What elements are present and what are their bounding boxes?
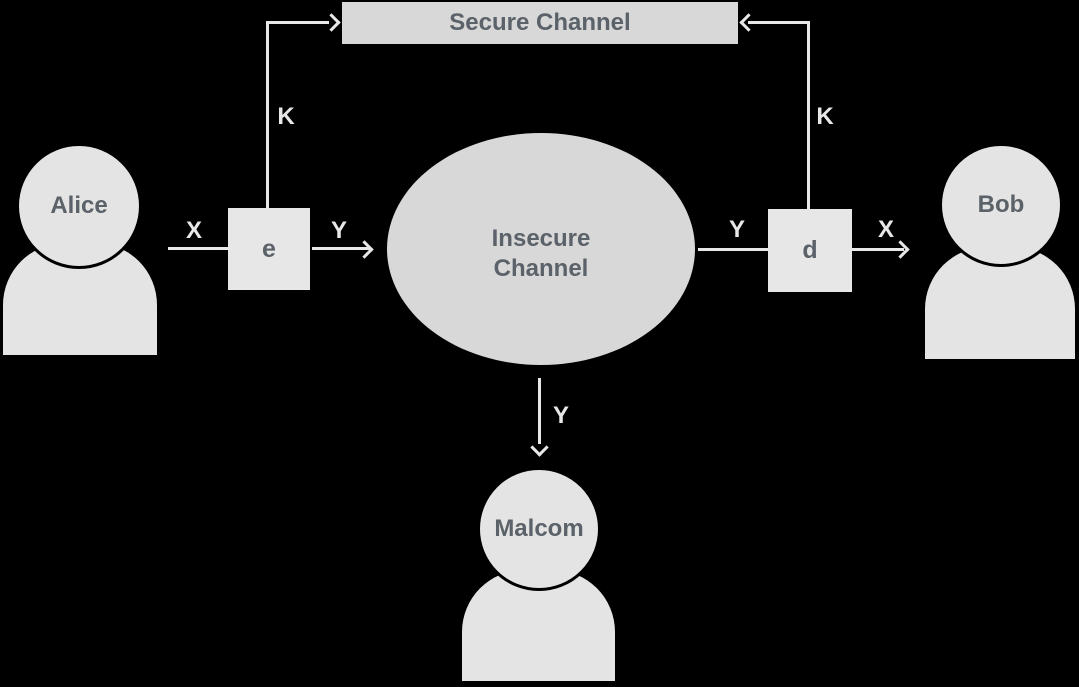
bob-label: Bob (977, 191, 1025, 218)
edge-e-key-vertical (266, 21, 269, 209)
arrowhead-right-icon (322, 13, 341, 32)
edge-label-y-channel-d: Y (728, 216, 746, 243)
edge-label-y-channel-malcom: Y (552, 402, 570, 429)
edge-d-key-to-secure-channel (748, 21, 808, 24)
secure-channel-node: Secure Channel (342, 2, 738, 44)
edge-label-k-right: K (816, 103, 834, 130)
malcom-head-shape: Malcom (477, 467, 601, 591)
edge-insecure-channel-to-malcom (538, 378, 541, 444)
insecure-channel-label: Insecure Channel (491, 225, 591, 282)
arrowhead-right-icon (891, 240, 910, 259)
encryption-box-node: e (228, 208, 310, 290)
insecure-channel-node: Insecure Channel (387, 133, 695, 365)
arrowhead-right-icon (355, 240, 374, 259)
secure-channel-label: Secure Channel (449, 9, 631, 36)
edge-label-y-e-channel: Y (330, 217, 348, 244)
decryption-box-label: d (802, 236, 818, 264)
edge-label-k-left: K (277, 103, 295, 130)
decryption-box-node: d (768, 209, 852, 292)
edge-e-key-to-secure-channel (267, 21, 329, 24)
encryption-box-label: e (262, 234, 276, 263)
edge-insecure-channel-to-d (698, 248, 768, 251)
edge-alice-to-e (168, 247, 228, 250)
edge-label-x-alice-e: X (185, 217, 203, 244)
malcom-label: Malcom (494, 515, 584, 542)
arrowhead-down-icon (530, 438, 549, 457)
edge-d-to-bob (852, 248, 904, 251)
alice-head-shape: Alice (16, 143, 142, 269)
alice-label: Alice (50, 192, 108, 219)
bob-head-shape: Bob (939, 143, 1063, 267)
edge-e-to-insecure-channel (312, 247, 370, 250)
arrowhead-left-icon (739, 13, 758, 32)
edge-d-key-vertical (807, 21, 810, 210)
edge-label-x-d-bob: X (877, 216, 895, 243)
